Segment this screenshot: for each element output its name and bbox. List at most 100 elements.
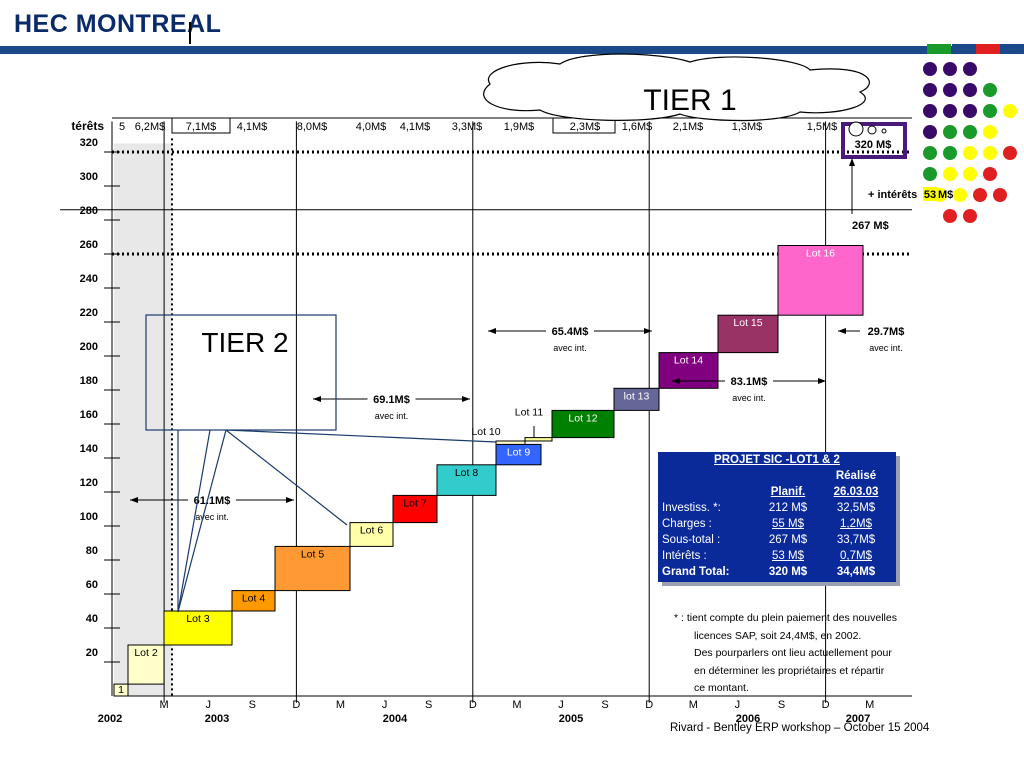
tier2-label: TIER 2 xyxy=(201,327,288,358)
y-tick-label: 300 xyxy=(80,171,98,183)
interest-cell: 4,1M$ xyxy=(400,121,431,133)
interest-cell: 8,0M$ xyxy=(297,121,328,133)
lot-bar xyxy=(349,522,394,547)
phase-arrowhead xyxy=(130,497,138,503)
lot-label: Lot 16 xyxy=(806,248,835,260)
lot-bar xyxy=(231,590,276,612)
month-label: D xyxy=(645,699,653,711)
card-title: PROJET SIC -LOT1 & 2 xyxy=(714,454,840,466)
decorative-dot xyxy=(1003,104,1017,118)
decorative-dot xyxy=(923,125,937,139)
month-label: S xyxy=(425,699,432,711)
month-label: J xyxy=(205,699,211,711)
card-row-realise: 0,7M$ xyxy=(840,550,872,562)
y-tick-label: 40 xyxy=(86,613,98,625)
decorative-dot xyxy=(963,104,977,118)
interest-cell: 6,2M$ xyxy=(135,121,166,133)
y-tick-label: 200 xyxy=(80,341,98,353)
decorative-dot xyxy=(923,83,937,97)
interest-cell: 2,3M$ xyxy=(570,121,601,133)
y-tick-label: 240 xyxy=(80,273,98,285)
phase-label-bg xyxy=(725,373,773,387)
lot-label: Lot 7 xyxy=(403,497,427,509)
total-arrowhead xyxy=(849,158,855,166)
y-tick-label: 220 xyxy=(80,307,98,319)
lot-bar xyxy=(524,437,553,442)
y-tick-label: 80 xyxy=(86,545,98,557)
y-tick-label: 140 xyxy=(80,443,98,455)
header-color-block xyxy=(952,44,976,54)
project-summary-card: PROJET SIC -LOT1 & 2 Réalisé Planif. 26.… xyxy=(658,452,896,582)
footer-credit: Rivard - Bentley ERP workshop – October … xyxy=(670,722,930,734)
interest-cell: 3,3M$ xyxy=(452,121,483,133)
tier2-pointer xyxy=(225,429,348,526)
phase-arrowhead xyxy=(818,378,826,384)
decorative-dot xyxy=(963,62,977,76)
decorative-dot xyxy=(963,146,977,160)
y-tick-label: 60 xyxy=(86,579,98,591)
month-label: D xyxy=(292,699,300,711)
lot-label: Lot 5 xyxy=(301,548,325,560)
phase-value: 65.4M$ xyxy=(552,326,589,338)
year-label: 2003 xyxy=(205,713,229,725)
month-label: S xyxy=(249,699,256,711)
decorative-dot xyxy=(993,188,1007,202)
phase-label-bg xyxy=(367,391,416,405)
decorative-dot xyxy=(953,188,967,202)
decorative-dot xyxy=(963,83,977,97)
decorative-dot xyxy=(943,83,957,97)
interest-label: + intérêts xyxy=(868,189,917,201)
grand-total-box xyxy=(841,122,907,159)
footnote: * : tient compte du plein paiement des n… xyxy=(674,610,944,698)
interest-cell: 1,6M$ xyxy=(622,121,653,133)
card-planif-header: Planif. xyxy=(770,486,806,498)
month-label: J xyxy=(735,699,741,711)
y-tick-label: 160 xyxy=(80,409,98,421)
card-row-planif: 55 M$ xyxy=(772,518,804,530)
decorative-dot xyxy=(923,104,937,118)
year-label: 2004 xyxy=(383,713,408,725)
interest-cell: 1,5M$ xyxy=(807,121,838,133)
interest-unit: M$ xyxy=(938,189,953,201)
phase-note: avec int. xyxy=(375,411,409,421)
interest-cell: 4,0M$ xyxy=(356,121,387,133)
interest-value: 53 xyxy=(924,189,936,201)
card-realise-header: Réalisé xyxy=(835,470,877,482)
phase-note: avec int. xyxy=(553,343,587,353)
lot-bar xyxy=(658,352,719,389)
card-date-header: 26.03.03 xyxy=(833,486,879,498)
decorative-dot xyxy=(973,188,987,202)
footnote-line: en déterminer les propriétaires et répar… xyxy=(694,664,885,677)
interest-row-label: térêts xyxy=(71,119,104,133)
phase-label-bg xyxy=(546,323,594,337)
decorative-dot xyxy=(983,104,997,118)
cloud-bubble xyxy=(867,125,877,135)
month-label: D xyxy=(822,699,830,711)
lot-label: Lot 2 xyxy=(134,647,158,659)
phase-arrowhead xyxy=(672,378,680,384)
tier1-label: TIER 1 xyxy=(643,84,736,117)
month-label: D xyxy=(469,699,477,711)
header-bar xyxy=(0,46,1024,54)
phase-arrowhead xyxy=(462,396,470,402)
lot-bar xyxy=(113,683,129,697)
planned-total-value: 267 M$ xyxy=(852,220,889,232)
interest-cell: 1,3M$ xyxy=(732,121,763,133)
lot-label: Lot 12 xyxy=(568,412,597,424)
interest-cell: 2,1M$ xyxy=(673,121,704,133)
phase-arrowhead xyxy=(286,497,294,503)
cloud-bubble xyxy=(848,121,864,137)
footnote-line: Des pourparlers ont lieu actuellement po… xyxy=(694,647,892,659)
header-color-block xyxy=(1000,44,1024,54)
month-label: M xyxy=(336,699,345,711)
phase-value: 61.1M$ xyxy=(194,495,231,507)
lot-label: lot 13 xyxy=(624,390,650,402)
footnote-line: licences SAP, soit 24,4M$, en 2002. xyxy=(694,629,862,642)
decorative-dot xyxy=(923,167,937,181)
shaded-band xyxy=(114,143,172,696)
decorative-dot xyxy=(923,62,937,76)
card-row-label: Intérêts : xyxy=(662,550,707,562)
lot-label: Lot 14 xyxy=(674,355,703,367)
y-tick-label: 20 xyxy=(86,647,98,659)
